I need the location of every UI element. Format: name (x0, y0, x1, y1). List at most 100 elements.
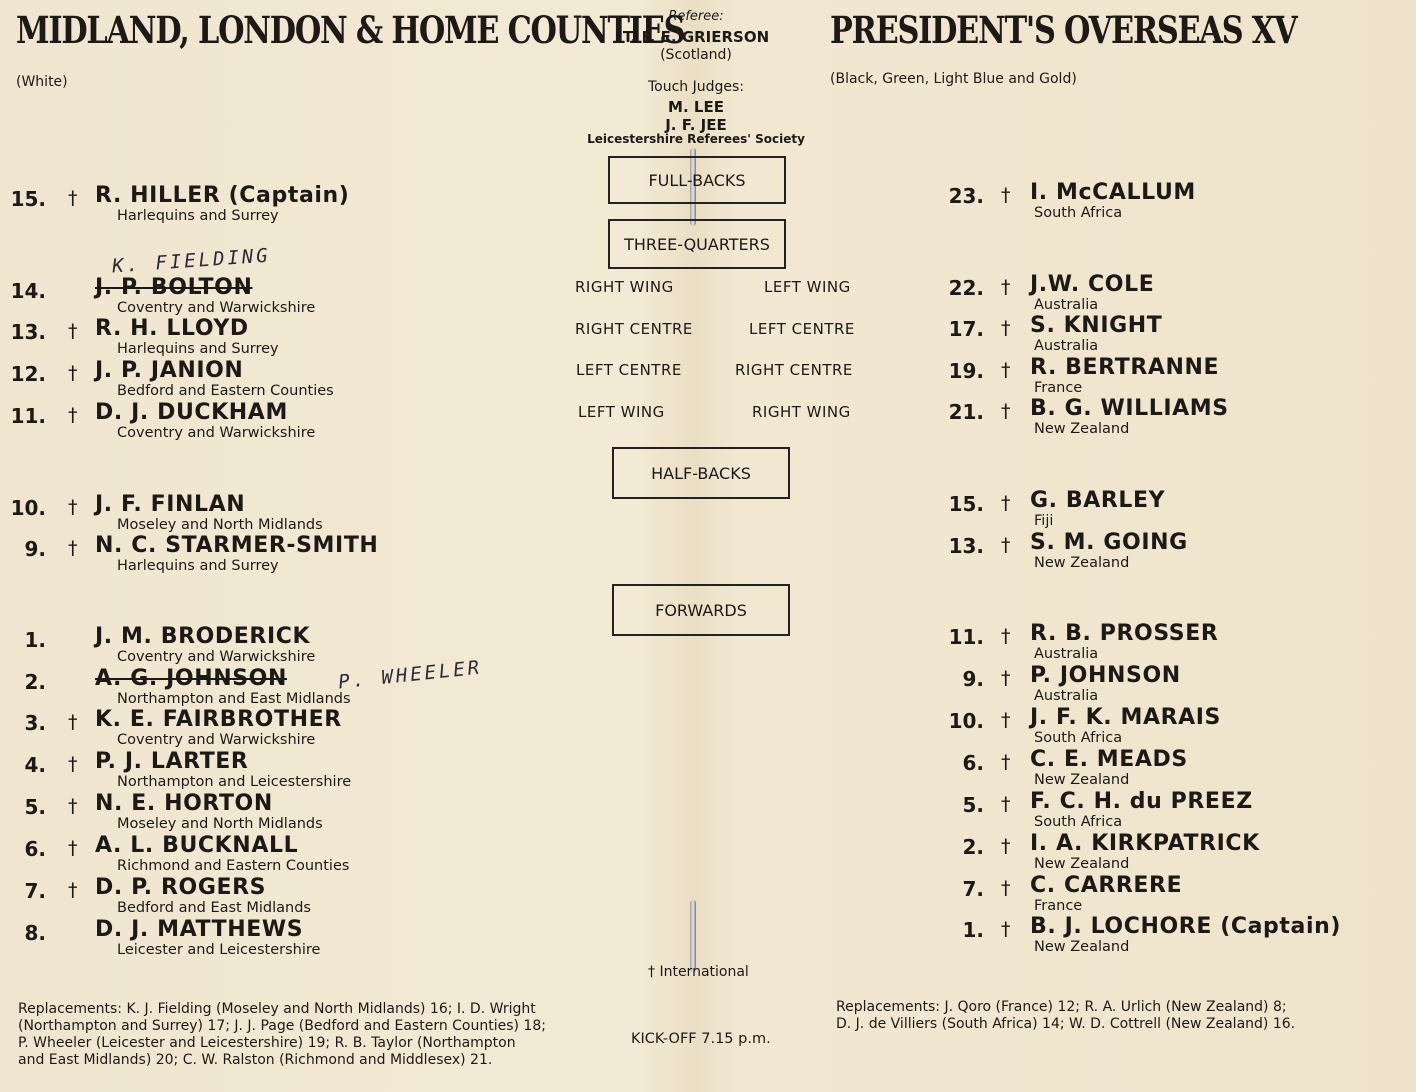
player-number: 5. (24, 795, 46, 819)
player-number: 21. (948, 400, 984, 424)
player-name: D. J. MATTHEWS (95, 917, 304, 942)
player-club: Harlequins and Surrey (117, 208, 279, 224)
international-dagger: † (1001, 400, 1011, 422)
international-dagger: † (1001, 709, 1011, 731)
international-dagger: † (68, 879, 78, 901)
player-name: G. BARLEY (1030, 488, 1166, 513)
player-club: Richmond and Eastern Counties (117, 858, 350, 874)
player-club: Coventry and Warwickshire (117, 425, 316, 441)
player-club: South Africa (1034, 814, 1123, 830)
player-name: P. J. LARTER (95, 749, 249, 774)
player-row: 1.†B. J. LOCHORE (Captain)New Zealand (0, 914, 1416, 960)
international-dagger: † (1001, 835, 1011, 857)
player-club: Harlequins and Surrey (117, 341, 279, 357)
player-name: A. L. BUCKNALL (95, 833, 299, 858)
player-name: J. M. BRODERICK (95, 624, 311, 649)
player-number: 2. (24, 670, 46, 694)
player-number: 11. (948, 625, 984, 649)
player-name: J. F. K. MARAIS (1030, 705, 1221, 730)
player-name: S. KNIGHT (1030, 313, 1163, 338)
international-dagger: † (1001, 492, 1011, 514)
staple-top (690, 148, 696, 226)
player-club: Fiji (1034, 513, 1054, 529)
international-dagger: † (68, 362, 78, 384)
position-left-3: LEFT CENTRE (576, 361, 682, 379)
player-name: K. E. FAIRBROTHER (95, 707, 342, 732)
player-club: South Africa (1034, 205, 1123, 221)
left-replacements-line-3: P. Wheeler (Leicester and Leicestershire… (18, 1035, 516, 1051)
player-number: 14. (10, 279, 46, 303)
player-name: J. P. BOLTON (95, 275, 253, 300)
player-club: Bedford and East Midlands (117, 900, 311, 916)
international-dagger: † (1001, 534, 1011, 556)
player-name: A. G. JOHNSON (95, 666, 287, 691)
right-replacements-line-1: Replacements: J. Qoro (France) 12; R. A.… (836, 999, 1287, 1015)
international-dagger: † (68, 320, 78, 342)
player-club: Australia (1034, 688, 1099, 704)
right-replacements: Replacements: J. Qoro (France) 12; R. A.… (836, 999, 1396, 1033)
section-half-backs: HALF-BACKS (612, 447, 790, 499)
player-name: B. G. WILLIAMS (1030, 396, 1229, 421)
player-club: Moseley and North Midlands (117, 517, 323, 533)
player-club: Moseley and North Midlands (117, 816, 323, 832)
player-number: 6. (24, 837, 46, 861)
right-team-title: PRESIDENT'S OVERSEAS XV (830, 8, 1298, 52)
player-name: P. JOHNSON (1030, 663, 1181, 688)
player-club: South Africa (1034, 730, 1123, 746)
player-name: I. A. KIRKPATRICK (1030, 831, 1260, 856)
player-number: 1. (24, 628, 46, 652)
player-club: Northampton and Leicestershire (117, 774, 352, 790)
player-club: Northampton and East Midlands (117, 691, 351, 707)
position-right-4: RIGHT WING (752, 403, 851, 421)
player-name: N. E. HORTON (95, 791, 273, 816)
player-club: Australia (1034, 646, 1099, 662)
international-dagger: † (1001, 751, 1011, 773)
international-dagger: † (1001, 317, 1011, 339)
player-name: F. C. H. du PREEZ (1030, 789, 1253, 814)
left-team-colours: (White) (16, 74, 68, 90)
left-team-title: MIDLAND, LONDON & HOME COUNTIES (16, 8, 686, 52)
player-name: D. P. ROGERS (95, 875, 267, 900)
international-dagger: † (68, 753, 78, 775)
player-name: B. J. LOCHORE (Captain) (1030, 914, 1342, 939)
player-name: C. E. MEADS (1030, 747, 1188, 772)
player-number: 1. (962, 918, 984, 942)
player-number: 4. (24, 753, 46, 777)
player-name: R. HILLER (Captain) (95, 183, 350, 208)
position-left-1: RIGHT WING (575, 278, 674, 296)
player-number: 11. (10, 404, 46, 428)
player-name: R. B. PROSSER (1030, 621, 1219, 646)
international-dagger: † (68, 187, 78, 209)
international-dagger: † (68, 795, 78, 817)
international-dagger: † (1001, 184, 1011, 206)
left-replacements-line-4: and East Midlands) 20; C. W. Ralston (Ri… (18, 1052, 493, 1068)
international-dagger: † (1001, 276, 1011, 298)
player-number: 13. (948, 534, 984, 558)
international-note: † International (648, 964, 749, 980)
international-dagger: † (1001, 793, 1011, 815)
left-replacements-line-1: Replacements: K. J. Fielding (Moseley an… (18, 1001, 536, 1017)
player-number: 7. (962, 877, 984, 901)
player-club: Coventry and Warwickshire (117, 732, 316, 748)
player-number: 10. (10, 496, 46, 520)
player-club: Coventry and Warwickshire (117, 300, 316, 316)
player-club: France (1034, 380, 1083, 396)
player-club: Australia (1034, 297, 1099, 313)
player-number: 5. (962, 793, 984, 817)
player-club: France (1034, 898, 1083, 914)
